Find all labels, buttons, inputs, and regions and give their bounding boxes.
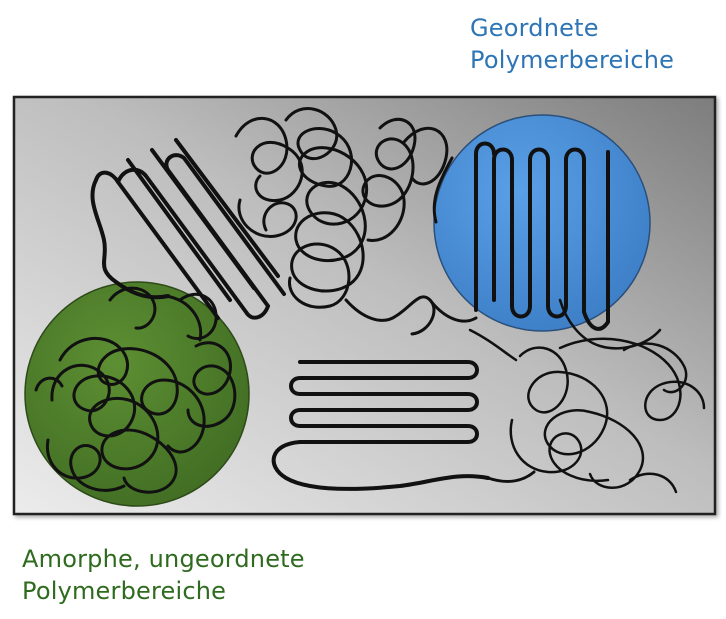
ordered-label-line1: Geordnete <box>470 12 674 44</box>
amorphous-regions-label: Amorphe, ungeordnete Polymerbereiche <box>22 543 305 607</box>
ordered-label-line2: Polymerbereiche <box>470 44 674 76</box>
ordered-region-circle <box>434 115 650 331</box>
ordered-regions-label: Geordnete Polymerbereiche <box>470 12 674 76</box>
amorphous-label-line2: Polymerbereiche <box>22 575 305 607</box>
amorphous-label-line1: Amorphe, ungeordnete <box>22 543 305 575</box>
